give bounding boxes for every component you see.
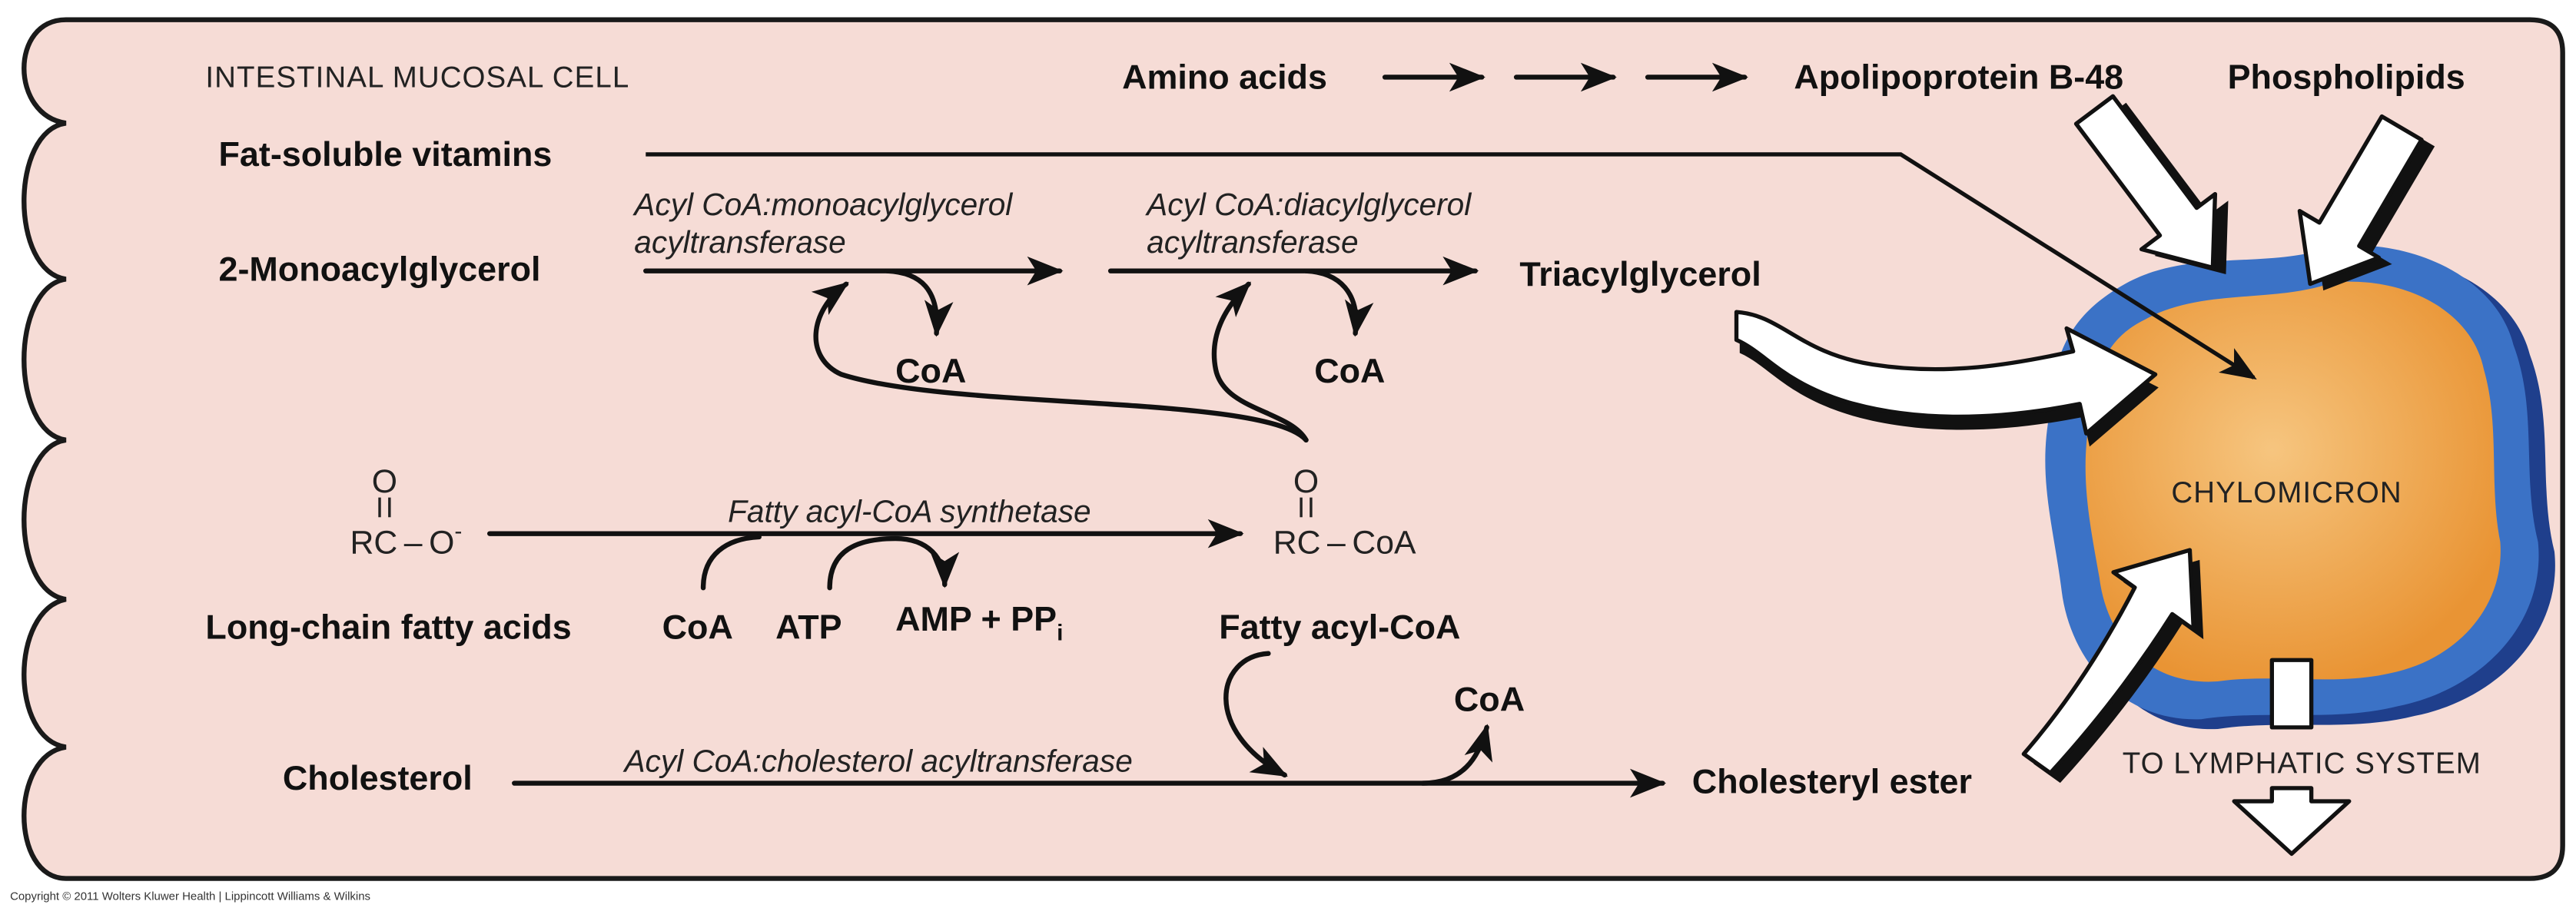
mag-acyltransferase-line2: acyltransferase — [634, 224, 845, 260]
phospholipids-label: Phospholipids — [2228, 57, 2465, 96]
dag-acyltransferase-line1: Acyl CoA:diacylglycerol — [1145, 187, 1472, 222]
acyl-coa-rc: RC — [1273, 524, 1321, 561]
long-chain-fatty-acids-label: Long-chain fatty acids — [205, 607, 571, 646]
phospholipids-arrow-body — [2297, 114, 2424, 287]
dag-acyltransferase-line2: acyltransferase — [1147, 224, 1358, 260]
cell-label: INTESTINAL MUCOSAL CELL — [205, 61, 629, 94]
acyl-coa-structure: RC–CoA — [1273, 524, 1416, 561]
atp-to-amp-arrow — [827, 535, 960, 591]
cholesterol-label: Cholesterol — [283, 758, 473, 797]
to-lymphatic-arrow — [2232, 658, 2352, 857]
triacylglycerol-to-chylomicron-arrow — [1734, 310, 2159, 447]
cholesteryl-ester-arrow-body — [2021, 548, 2196, 775]
fat-soluble-vitamins-label: Fat-soluble vitamins — [219, 134, 553, 174]
mag-acyltransferase-line1: Acyl CoA:monoacylglycerol — [632, 187, 1013, 222]
acyl-coa-to-acat-arrow — [1223, 651, 1288, 778]
apolipoprotein-label: Apolipoprotein B-48 — [1794, 57, 2123, 96]
coa-release-arrow-2 — [1303, 268, 1374, 337]
triacylglycerol-label: Triacylglycerol — [1519, 254, 1761, 293]
triacylglycerol-arrow-body — [1734, 310, 2158, 436]
acyl-coa-to-dag-enzyme-arrow — [1211, 281, 1309, 443]
amp-ppi-label: AMP + PPi — [895, 599, 1063, 646]
fatty-acyl-coa-label: Fatty acyl-CoA — [1219, 607, 1460, 646]
copyright-notice: Copyright © 2011 Wolters Kluwer Health |… — [10, 890, 370, 903]
fatty-acid-carbonyl-o: O — [372, 463, 397, 500]
coa-release-arrow-1 — [885, 268, 954, 337]
amino-acids-label: Amino acids — [1122, 57, 1327, 96]
monoacylglycerol-label: 2-Monoacylglycerol — [219, 250, 541, 289]
atp-label: ATP — [775, 607, 842, 646]
cholesteryl-ester-label: Cholesteryl ester — [1692, 761, 1972, 800]
apolipoprotein-to-chylomicron-arrow — [2073, 94, 2229, 274]
fatty-acid-o: O — [429, 524, 454, 561]
acyl-coa-to-mag-enzyme-arrow — [811, 281, 1309, 443]
fatty-acid-structure: RC–O- — [350, 519, 463, 561]
fat-soluble-vitamins-arrow — [646, 152, 2257, 380]
fatty-acid-rc: RC — [350, 524, 398, 561]
to-lymphatic-arrow-shaft — [2269, 658, 2314, 730]
coa-release-label-2: CoA — [1314, 351, 1385, 390]
coa-input-label: CoA — [662, 607, 733, 646]
coa-input-curve — [700, 534, 762, 591]
phospholipids-to-chylomicron-arrow — [2297, 114, 2435, 291]
fatty-acid-bond: – — [404, 524, 423, 561]
intestinal-cell-membrane — [22, 17, 2565, 881]
acyl-coa-carbonyl-o: O — [1293, 463, 1319, 500]
coa-release-label-3: CoA — [1454, 680, 1525, 719]
fatty-acid-charge: - — [454, 519, 462, 544]
coa-release-label-1: CoA — [895, 351, 966, 390]
to-lymphatic-arrow-head — [2232, 786, 2352, 857]
to-lymphatic-label: TO LYMPHATIC SYSTEM — [2123, 747, 2481, 780]
apolipoprotein-arrow-body — [2073, 94, 2218, 270]
acyl-coa-group: CoA — [1352, 524, 1416, 561]
synthetase-label: Fatty acyl-CoA synthetase — [728, 494, 1090, 529]
amp-ppi-text: AMP + PP — [895, 599, 1057, 638]
cholesteryl-ester-to-chylomicron-arrow — [2021, 548, 2204, 784]
chylomicron-label: CHYLOMICRON — [2171, 476, 2402, 509]
acyl-coa-bond: – — [1327, 524, 1346, 561]
ppi-subscript: i — [1057, 621, 1063, 646]
acat-label: Acyl CoA:cholesterol acyltransferase — [622, 744, 1132, 779]
